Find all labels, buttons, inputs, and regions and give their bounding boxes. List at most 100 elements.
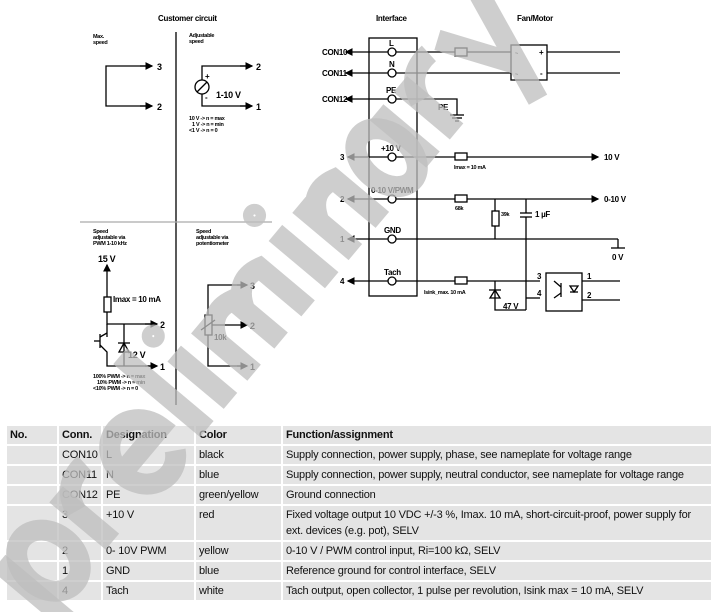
zener-label: 12 V (128, 350, 146, 360)
supply-label: 15 V (98, 254, 116, 264)
resistor-icon (103, 296, 112, 313)
cell-no (5, 464, 59, 486)
terminal-label: GND (384, 226, 401, 235)
resistor-icon (454, 152, 468, 161)
cell-conn: CON12 (57, 484, 103, 506)
pin-label: 1 (587, 272, 592, 281)
header-no: No. (5, 424, 59, 446)
cell-color: yellow (194, 540, 283, 562)
pin-label: 3 (157, 62, 162, 72)
cell-conn: 2 (57, 540, 103, 562)
fuse-icon (454, 47, 468, 57)
pe-label: PE (438, 103, 449, 112)
pin-label: 2 (250, 321, 255, 331)
output-0v: 0 V (612, 253, 624, 262)
connection-table: No. Conn. Designation Color Function/ass… (5, 424, 713, 602)
cell-no (5, 504, 59, 542)
pwm-title: Speed (93, 229, 108, 235)
cell-designation: PE (101, 484, 196, 506)
cell-color: blue (194, 560, 283, 582)
cell-function: Tach output, open collector, 1 pulse per… (281, 580, 713, 602)
motor-title: Fan/Motor (517, 14, 553, 23)
pin-label: 2 (340, 195, 345, 204)
terminal-label: L (389, 39, 394, 48)
cell-color: green/yellow (194, 484, 283, 506)
pwm-title: adjustable via (93, 235, 126, 241)
output-10v: 10 V (604, 153, 620, 162)
header-color: Color (194, 424, 283, 446)
cell-designation: +10 V (101, 504, 196, 542)
table-header: No. Conn. Designation Color Function/ass… (5, 424, 713, 446)
cell-conn: 4 (57, 580, 103, 602)
cell-function: Fixed voltage output 10 VDC +/-3 %, Imax… (281, 504, 713, 542)
terminal-label: +10 V (381, 144, 402, 153)
note: <1 V -> n = 0 (189, 128, 218, 134)
pin-label: 3 (340, 153, 345, 162)
note: 1 V -> n = min (192, 122, 225, 128)
source-voltage-label: 1-10 V (216, 90, 241, 100)
cell-designation: L (101, 444, 196, 466)
pin-label: 3 (250, 281, 255, 291)
cell-color: red (194, 504, 283, 542)
pin-label: 1 (160, 362, 165, 372)
pin-label: 2 (160, 320, 165, 330)
interface-title: Interface (376, 14, 407, 23)
con12-label: CON12 (322, 95, 348, 104)
cell-designation: GND (101, 560, 196, 582)
pot-value: 10k (214, 333, 227, 342)
cell-function: Supply connection, power supply, neutral… (281, 464, 713, 486)
resistor-icon (491, 210, 500, 227)
header-designation: Designation (101, 424, 196, 446)
note: <10% PWM -> n = 0 (93, 386, 138, 392)
note: 10 V -> n = max (189, 116, 226, 122)
cell-no (5, 444, 59, 466)
terminal-label: PE (386, 86, 397, 95)
resistor-icon (454, 194, 468, 203)
pin-label: 3 (537, 272, 542, 281)
pin-label: 4 (537, 289, 542, 298)
svg-text:+: + (205, 72, 210, 81)
isink-label: Isink_max. 10 mA (424, 290, 466, 296)
cell-no (5, 580, 59, 602)
connection-diagram: Customer circuit Max. speed 3 2 Adjustab… (80, 14, 627, 405)
cell-color: blue (194, 464, 283, 486)
cell-color: white (194, 580, 283, 602)
cell-conn: 3 (57, 504, 103, 542)
max-speed-label: Max. (93, 34, 105, 40)
cell-designation: Tach (101, 580, 196, 602)
resistor-label: 68k (455, 206, 465, 212)
pot-title: adjustable via (196, 235, 229, 241)
adjustable-speed-label: Adjustable (189, 33, 214, 39)
imax-label: Imax = 10 mA (113, 295, 161, 304)
pin-label: 2 (256, 62, 261, 72)
resistor-icon (454, 276, 468, 285)
terminal-label: N (389, 60, 395, 69)
optocoupler-icon (545, 272, 583, 312)
zener-icon (488, 288, 502, 299)
voltage-source-icon (194, 79, 210, 95)
con11-label: CON11 (322, 69, 348, 78)
max-speed-label: speed (93, 40, 107, 46)
cell-no (5, 540, 59, 562)
svg-text:-: - (205, 93, 208, 102)
pin-label: 1 (256, 102, 261, 112)
con10-label: CON10 (322, 48, 348, 57)
cell-color: black (194, 444, 283, 466)
cell-function: Reference ground for control interface, … (281, 560, 713, 582)
bridge-label: ~ (515, 72, 518, 78)
pin-label: 2 (587, 291, 592, 300)
pot-title: Speed (196, 229, 211, 235)
zener-label: 47 V (503, 302, 519, 311)
max-speed-wire (105, 65, 150, 107)
cell-conn: 1 (57, 560, 103, 582)
pin-label: 4 (340, 277, 345, 286)
adjustable-speed-label: speed (189, 39, 203, 45)
